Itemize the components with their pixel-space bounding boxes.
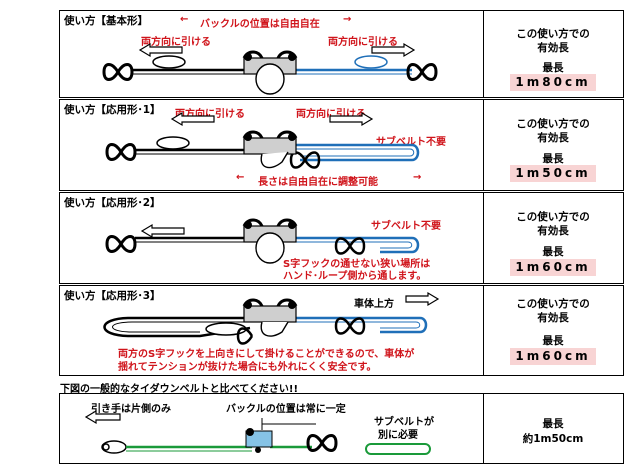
section-app2-length: 1m60cm xyxy=(510,259,596,276)
section-app2-subbelt-note: サブベルト不要 xyxy=(371,221,441,232)
section-app1-right-note: 両方向に引ける xyxy=(296,109,366,120)
buckle-icon xyxy=(243,305,297,323)
left-pull-arrow-icon xyxy=(84,409,121,425)
upward-arrow-icon xyxy=(405,291,440,307)
section-app2-side-sub: 最長 xyxy=(542,246,564,258)
compare-side-frame xyxy=(483,393,624,464)
section-app3-side-title-2: 有効長 xyxy=(537,312,569,324)
section-app2-narrow-note-2: ハンド･ループ側から通します。 xyxy=(283,271,427,282)
section-app3-side-frame xyxy=(483,285,624,376)
hand-loop-icon xyxy=(354,55,388,69)
section-app2-side-title-1: この使い方での xyxy=(516,211,590,223)
section-basic-side-sub: 最長 xyxy=(542,62,564,74)
s-hook-icon xyxy=(105,143,137,161)
compare-side-sub: 最長 xyxy=(542,418,564,430)
left-pull-arrow-icon xyxy=(140,223,185,239)
left-pull-arrow-icon xyxy=(170,111,215,127)
section-basic-side-title-2: 有効長 xyxy=(537,42,569,54)
section-app2-diagram xyxy=(105,218,420,264)
section-app3-length: 1m60cm xyxy=(510,348,596,365)
compare-heading: 下図の一般的なタイダウンベルトと比べてください!! xyxy=(60,384,299,395)
s-hook-icon xyxy=(334,237,366,255)
sub-belt-icon xyxy=(365,443,431,455)
section-basic-arrow-left-icon: ← xyxy=(180,14,189,25)
section-basic-right-note: 両方向に引ける xyxy=(328,37,398,48)
section-app1-arrow-left-icon: ← xyxy=(236,172,245,183)
s-hook-icon xyxy=(334,317,366,335)
section-app3-side-sub: 最長 xyxy=(542,335,564,347)
section-app3-safety-note-2: 揺れてテンションが抜けた場合にも外れにくく安全です。 xyxy=(118,362,377,373)
hand-loop-icon xyxy=(156,136,190,150)
s-hook-icon xyxy=(306,434,338,452)
section-basic-title: 使い方【基本形】 xyxy=(64,15,148,27)
section-basic-left-note: 両方向に引ける xyxy=(141,37,211,48)
section-basic-side-frame xyxy=(483,10,624,98)
section-app1-arrow-right-icon: → xyxy=(413,172,422,183)
section-basic-arrow-right-icon: → xyxy=(343,14,352,25)
section-app3-title: 使い方【応用形･3】 xyxy=(64,290,161,302)
section-app1-length: 1m50cm xyxy=(510,165,596,182)
buckle-icon xyxy=(243,137,297,155)
section-app2-narrow-note-1: S字フックの通せない狭い場所は xyxy=(283,259,431,270)
section-app3-diagram xyxy=(103,291,440,345)
section-app1-side-sub: 最長 xyxy=(542,153,564,165)
s-hook-icon xyxy=(406,63,438,81)
s-hook-icon xyxy=(102,63,134,81)
section-app1-side-title-1: この使い方での xyxy=(516,118,590,130)
section-app1-title: 使い方【応用形･1】 xyxy=(64,104,161,116)
section-app3-safety-note-1: 両方のS字フックを上向きにして掛けることができるので、車体が xyxy=(118,349,415,360)
section-app2-side-title-2: 有効長 xyxy=(537,225,569,237)
s-hook-icon xyxy=(105,235,137,253)
section-app2-title: 使い方【応用形･2】 xyxy=(64,197,161,209)
compare-left-note: 引き手は片側のみ xyxy=(91,404,171,415)
compare-buckle-note: バックルの位置は常に一定 xyxy=(226,404,346,415)
right-pull-arrow-icon xyxy=(329,111,374,127)
section-app1-bottom-note: 長さは自由自在に調整可能 xyxy=(258,177,378,188)
section-app2-side-frame xyxy=(483,192,624,284)
section-basic-top-note: バックルの位置は自由自在 xyxy=(200,19,320,30)
section-app1-left-note: 両方向に引ける xyxy=(175,109,245,120)
compare-subbelt-note-2: 別に必要 xyxy=(378,430,418,441)
section-basic-diagram xyxy=(102,42,438,95)
section-app1-diagram xyxy=(105,111,420,169)
section-app1-subbelt-note: サブベルト不要 xyxy=(376,137,446,148)
hand-loop-icon xyxy=(101,440,127,454)
compare-subbelt-note-1: サブベルトが xyxy=(374,417,434,428)
compare-length: 約1m50cm xyxy=(522,433,584,445)
right-pull-arrow-icon xyxy=(371,42,416,58)
section-basic-side-title-1: この使い方での xyxy=(516,28,590,40)
section-basic-length: 1m80cm xyxy=(510,74,596,91)
section-app1-side-title-2: 有効長 xyxy=(537,132,569,144)
s-hook-icon xyxy=(236,327,254,345)
section-app1-side-frame xyxy=(483,99,624,191)
left-pull-arrow-icon xyxy=(138,42,183,58)
section-app3-upward-note: 車体上方 xyxy=(354,299,394,310)
hand-loop-icon xyxy=(152,55,186,69)
section-app3-side-title-1: この使い方での xyxy=(516,298,590,310)
compare-diagram xyxy=(84,409,431,455)
